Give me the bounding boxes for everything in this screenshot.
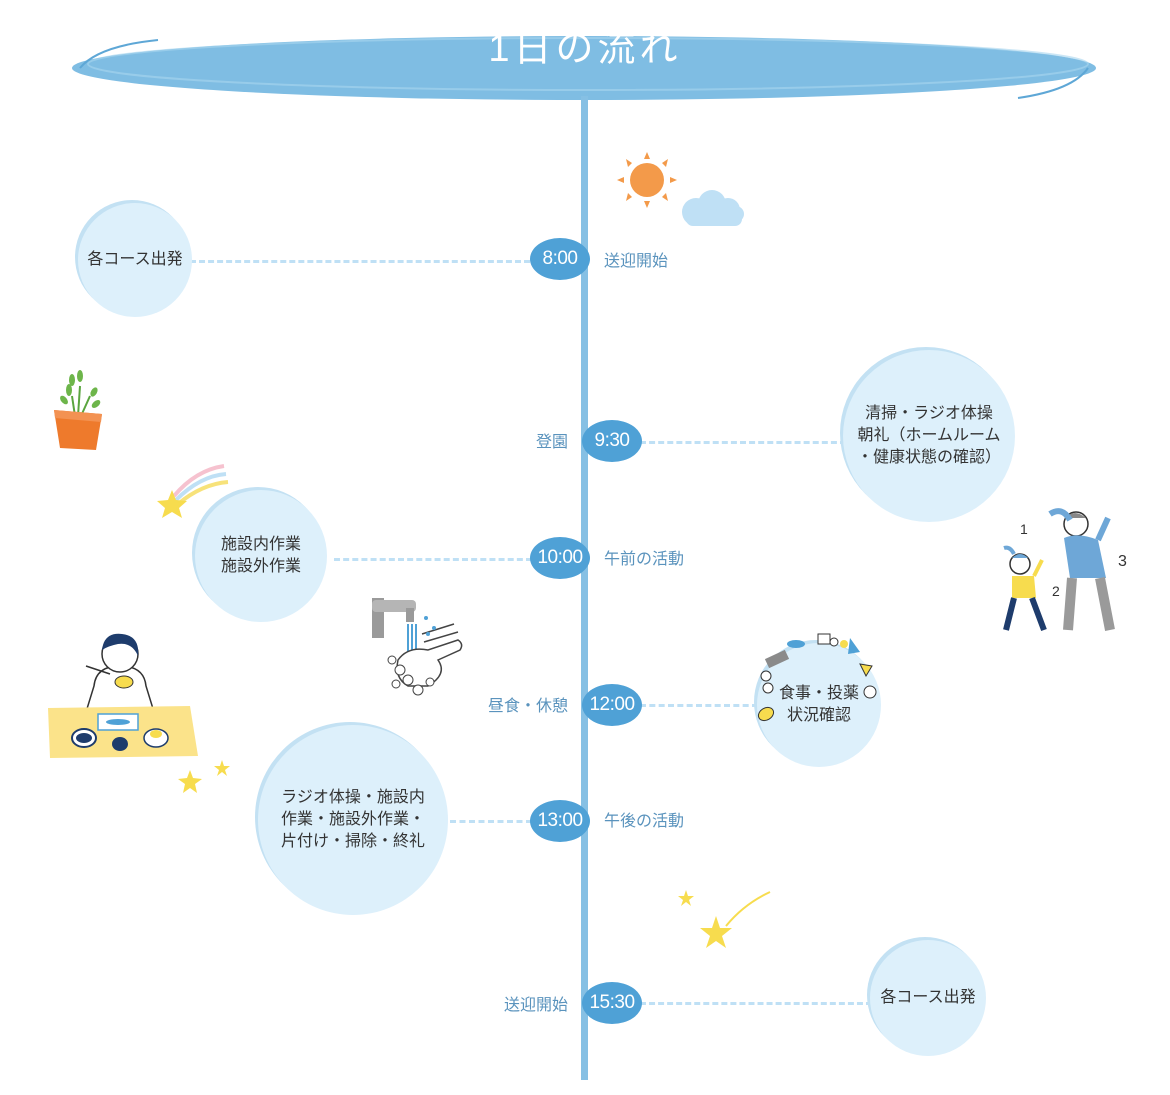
- activity-text: 清掃・ラジオ体操 朝礼（ホームルーム ・健康状態の確認）: [856, 405, 1001, 466]
- activity-text: 食事・投薬 状況確認: [778, 685, 859, 724]
- sun-icon: [617, 152, 677, 208]
- page-title: 1日の流れ: [488, 28, 682, 70]
- time-label: 昼食・休憩: [487, 698, 568, 715]
- time-label: 登園: [535, 434, 568, 451]
- exercise-count: 2: [1052, 583, 1060, 599]
- activity-bubble: 施設内作業 施設外作業: [195, 490, 327, 622]
- activity-text: ラジオ体操・施設内 作業・施設外作業・ 片付け・掃除・終礼: [280, 789, 425, 850]
- time-label: 送迎開始: [604, 253, 669, 270]
- timeline-axis: [581, 96, 588, 1080]
- food-ring-icon: [757, 633, 877, 722]
- time-marker: 9:30: [582, 420, 642, 462]
- time-marker: 15:30: [582, 982, 642, 1024]
- hand-washing-icon: [372, 598, 463, 696]
- activity-text: 施設内作業 施設外作業: [220, 536, 301, 575]
- connector-line: [190, 260, 530, 263]
- activity-bubble: 清掃・ラジオ体操 朝礼（ホームルーム ・健康状態の確認）: [843, 350, 1015, 522]
- connector-line: [334, 558, 532, 561]
- activity-bubble: 各コース出発: [78, 203, 192, 317]
- connector-line: [640, 1002, 872, 1005]
- star-icon: [178, 760, 230, 793]
- time-marker: 10:00: [530, 537, 590, 579]
- activity-text: 各コース出発: [87, 251, 183, 268]
- person-eating-meal-icon: [48, 633, 198, 758]
- connector-line: [640, 704, 758, 707]
- time-label: 午後の活動: [604, 813, 685, 830]
- shooting-star-icon: [678, 890, 771, 948]
- time-marker: 13:00: [530, 800, 590, 842]
- family-exercising-icon: 1 2 3: [1003, 508, 1127, 632]
- time-marker: 8:00: [530, 238, 590, 280]
- title-banner: [72, 36, 1096, 100]
- activity-bubble: ラジオ体操・施設内 作業・施設外作業・ 片付け・掃除・終礼: [258, 725, 448, 915]
- exercise-count: 3: [1118, 553, 1127, 570]
- shooting-star-icon: [157, 464, 229, 518]
- time-label: 送迎開始: [503, 997, 568, 1014]
- connector-line: [450, 820, 532, 823]
- time-marker: 12:00: [582, 684, 642, 726]
- exercise-count: 1: [1020, 521, 1028, 537]
- cloud-icon: [682, 190, 744, 226]
- potted-plant-icon: [54, 370, 102, 450]
- time-label: 午前の活動: [604, 551, 685, 568]
- activity-bubble: 各コース出発: [870, 940, 986, 1056]
- activity-text: 各コース出発: [880, 989, 976, 1006]
- connector-line: [640, 441, 846, 444]
